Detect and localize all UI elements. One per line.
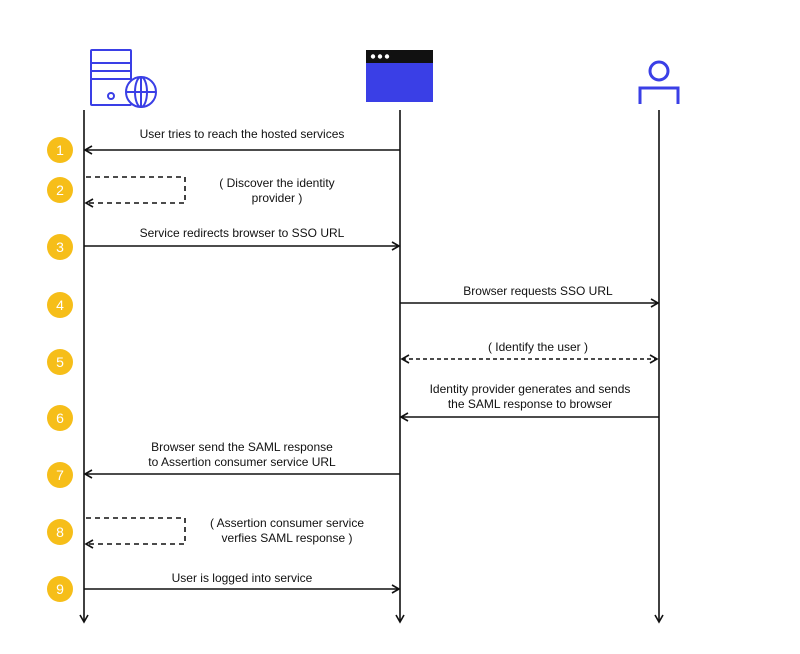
svg-text:7: 7 [56, 467, 64, 483]
label-line: to Assertion consumer service URL [148, 455, 336, 469]
label-line: User is logged into service [171, 571, 313, 585]
label-line: Browser send the SAML response [151, 440, 333, 454]
step-badge: 9 [47, 576, 73, 602]
label-line: ( Assertion consumer service [209, 516, 365, 530]
self-loop-2 [84, 176, 186, 208]
svg-text:8: 8 [56, 524, 64, 540]
step-badge: 5 [47, 349, 73, 375]
label-line: verfies SAML response ) [221, 531, 353, 545]
step-badges: 1 2 3 4 5 6 7 8 9 [47, 137, 73, 602]
messages [83, 145, 660, 594]
message-label-1: User tries to reach the hosted services [122, 127, 362, 142]
label-line: ( Discover the identity [219, 176, 335, 190]
label-line: User tries to reach the hosted services [139, 127, 345, 141]
step-badge: 4 [47, 292, 73, 318]
step-badge: 1 [47, 137, 73, 163]
step-badge: 8 [47, 519, 73, 545]
message-label-9: User is logged into service [122, 571, 362, 586]
svg-text:4: 4 [56, 297, 64, 313]
label-line: Service redirects browser to SSO URL [139, 226, 345, 240]
label-line: the SAML response to browser [447, 397, 613, 411]
message-label-5: ( Identify the user ) [438, 340, 638, 355]
message-label-3: Service redirects browser to SSO URL [122, 226, 362, 241]
step-badge: 7 [47, 462, 73, 488]
label-line: provider ) [251, 191, 303, 205]
svg-text:9: 9 [56, 581, 64, 597]
server-globe-icon [90, 49, 157, 108]
label-line: Identity provider generates and sends [429, 382, 631, 396]
user-icon [638, 60, 680, 104]
label-line: Browser requests SSO URL [463, 284, 613, 298]
svg-text:1: 1 [56, 142, 64, 158]
step-badge: 2 [47, 177, 73, 203]
browser-window-icon [366, 50, 433, 102]
step-badge: 6 [47, 405, 73, 431]
label-line: ( Identify the user ) [487, 340, 589, 354]
lifelines [79, 110, 664, 624]
svg-text:6: 6 [56, 410, 64, 426]
svg-text:3: 3 [56, 239, 64, 255]
self-loop-8 [84, 517, 186, 549]
svg-text:5: 5 [56, 354, 64, 370]
svg-text:2: 2 [56, 182, 64, 198]
message-label-4: Browser requests SSO URL [428, 284, 648, 299]
step-badge: 3 [47, 234, 73, 260]
